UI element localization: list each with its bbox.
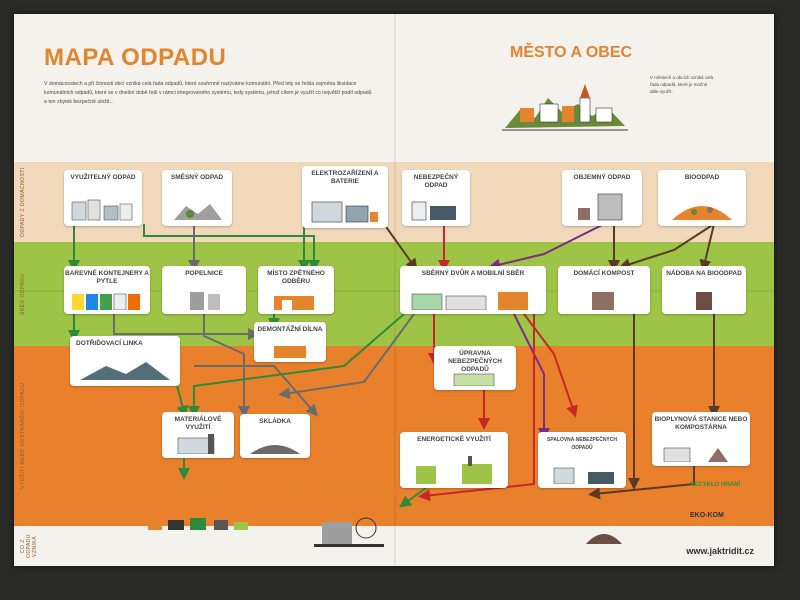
bin-icon: [190, 292, 220, 310]
source-label: NEBEZPEČNÝ ODPAD: [413, 174, 459, 189]
processing-label: ÚPRAVNA NEBEZPEČNÝCH ODPADŮ: [448, 350, 502, 373]
source-card-bioodpad: BIOODPAD: [658, 170, 746, 226]
fold-line: [14, 290, 774, 292]
processing-card-bioplyn: BIOPLYNOVÁ STANICE NEBO KOMPOSTÁRNA: [652, 412, 750, 466]
output-vyrobky: VÝROBKY: [174, 480, 224, 491]
collection-yard-icon: [411, 292, 528, 310]
flow-arrows: [68, 223, 720, 508]
waste-map-poster: ODPADY Z DOMÁCNOSTI SBĚR ODPADU VYUŽITÍ …: [14, 14, 774, 566]
processing-card-skladka: SKLÁDKA: [240, 414, 310, 458]
containers-icon: [72, 293, 140, 310]
furniture-icon: [578, 193, 623, 221]
processing-label: SKLÁDKA: [259, 418, 291, 425]
processing-card-energeticke: ENERGETICKÉ VYUŽITÍ: [400, 432, 508, 488]
page-subtitle: MĚSTO A OBEC: [510, 44, 633, 61]
ekokom-logo: EKO-KOM: [690, 512, 724, 519]
processing-card-demontazni: DEMONTÁŽNÍ DÍLNA: [254, 322, 326, 362]
source-card-smesny: SMĚSNÝ ODPAD: [162, 170, 232, 226]
collection-card-barevne: BAREVNÉ KONTEJNERY A PYTLE: [64, 266, 150, 314]
biogas-icon: [663, 447, 728, 462]
source-label: BIOODPAD: [684, 174, 720, 181]
processing-card-materialove: MATERIÁLOVÉ VYUŽITÍ: [162, 412, 234, 458]
source-label: ELEKTROZAŘÍZENÍ A BATERIE: [311, 170, 379, 185]
processing-label: ENERGETICKÉ VYUŽITÍ: [417, 436, 491, 443]
page-title: MAPA ODPADU: [44, 44, 227, 71]
compost-bin-icon: [592, 292, 614, 310]
source-card-nebezpecny: NEBEZPEČNÝ ODPAD: [402, 170, 470, 226]
collection-label: POPELNICE: [185, 270, 223, 277]
processing-label: SPALOVNA NEBEZPEČNÝCH ODPADŮ: [546, 437, 617, 451]
source-card-elektro: ELEKTROZAŘÍZENÍ A BATERIE: [302, 166, 388, 228]
collection-label: MÍSTO ZPĚTNÉHO ODBĚRU: [267, 270, 325, 285]
source-label: VYUŽITELNÝ ODPAD: [70, 174, 136, 181]
takeback-icon: [274, 296, 314, 310]
biowaste-icon: [672, 206, 732, 220]
mixed-waste-icon: [174, 204, 222, 220]
source-card-vyuzitelny: VYUŽITELNÝ ODPAD: [64, 170, 142, 226]
right-note: V městech a obcích vzniká celá řada odpa…: [650, 75, 714, 94]
website-link[interactable]: www.jaktridit.cz: [686, 546, 754, 556]
sorting-line-icon: [80, 362, 170, 380]
output-kompost: KOMPOST: [588, 504, 639, 515]
processing-label: DOTŘIĎOVACÍ LINKA: [76, 340, 143, 347]
collection-card-sberny: SBĚRNÝ DVŮR A MOBILNÍ SBĚR: [400, 266, 546, 314]
intro-text: V domácnostech a při činnosti obcí vznik…: [44, 81, 372, 105]
collection-label: BAREVNÉ KONTEJNERY A PYTLE: [65, 270, 149, 285]
power-plant-illustration: [314, 517, 384, 547]
source-card-objemny: OBJEMNÝ ODPAD: [562, 170, 642, 226]
treatment-plant-icon: [453, 373, 495, 386]
collection-label: NÁDOBA NA BIOODPAD: [666, 270, 742, 277]
landfill-icon: [250, 445, 300, 454]
collection-label: DOMÁCÍ KOMPOST: [573, 270, 635, 277]
energy-plant-icon: [416, 456, 492, 484]
incinerator-icon: [553, 467, 614, 484]
town-illustration: [502, 84, 628, 131]
output-svetlo: SVĚTLO A TEPLO: [322, 488, 408, 499]
collection-card-kompost: DOMÁCÍ KOMPOST: [558, 266, 650, 314]
outputs-band: [14, 526, 774, 566]
processing-label: MATERIÁLOVÉ VYUŽITÍ: [174, 416, 222, 431]
source-label: SMĚSNÝ ODPAD: [170, 174, 224, 181]
processing-card-spalovna: SPALOVNA NEBEZPEČNÝCH ODPADŮ: [538, 432, 626, 488]
dismantling-icon: [274, 346, 306, 358]
fold-line: [394, 14, 396, 566]
source-label: OBJEMNÝ ODPAD: [573, 174, 631, 181]
recyklohrani-logo: RECYKLO HRANÍ: [690, 482, 741, 488]
recycling-plant-icon: [177, 434, 215, 454]
collection-card-zpetny: MÍSTO ZPĚTNÉHO ODBĚRU: [258, 266, 334, 314]
collection-label: SBĚRNÝ DVŮR A MOBILNÍ SBĚR: [421, 270, 525, 277]
electronics-icon: [311, 201, 378, 223]
compost-illustration: [586, 534, 622, 544]
collection-card-popelnice: POPELNICE: [162, 266, 246, 314]
recyclables-icon: [71, 199, 133, 221]
processing-label: BIOPLYNOVÁ STANICE NEBO KOMPOSTÁRNA: [654, 416, 748, 431]
collection-card-nadoba: NÁDOBA NA BIOODPAD: [662, 266, 746, 314]
processing-label: DEMONTÁŽNÍ DÍLNA: [257, 326, 323, 333]
processing-card-dotridovaci: DOTŘIĎOVACÍ LINKA: [70, 336, 180, 386]
hazardous-icon: [411, 201, 456, 221]
biobin-icon: [696, 292, 712, 310]
products-illustration: [148, 518, 248, 530]
processing-card-upravna: ÚPRAVNA NEBEZPEČNÝCH ODPADŮ: [434, 346, 516, 390]
